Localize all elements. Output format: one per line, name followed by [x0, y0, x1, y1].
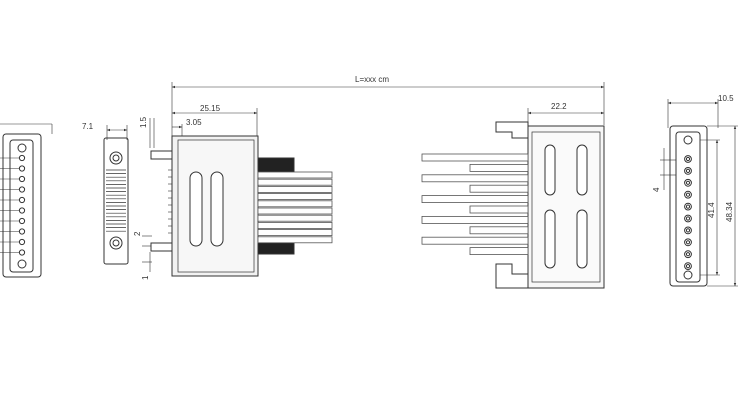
dim-housing-length: 25.15: [200, 104, 221, 113]
dim-right-housing-length: 22.2: [551, 102, 567, 111]
wire: [421, 195, 529, 204]
wire: [257, 229, 333, 237]
right-connector-side-view: [495, 108, 605, 289]
pin-contact: [684, 250, 692, 259]
wire: [421, 174, 529, 183]
pin-contact-core: [685, 168, 691, 173]
wire: [469, 247, 529, 256]
wire: [421, 236, 529, 245]
wire: [257, 236, 333, 244]
pin-contact: [18, 207, 26, 214]
pin-contact: [684, 155, 692, 163]
pin-contact: [18, 228, 26, 235]
pin-contact: [684, 190, 692, 199]
pin-contact: [18, 238, 26, 246]
wire: [257, 185, 333, 193]
pin-contact-core: [685, 228, 691, 233]
pin-contact-core: [685, 216, 691, 221]
wire: [469, 226, 529, 235]
pin-contact: [684, 214, 692, 223]
wire: [257, 171, 333, 179]
right-wire-bundle: [421, 153, 529, 256]
pin-contact: [18, 249, 26, 256]
left-front-view: [0, 123, 53, 278]
pin-contact: [18, 165, 26, 172]
dim-left-face-width: 7.1: [82, 122, 94, 131]
pin-contact: [18, 175, 26, 183]
dim-overall-length: L=xxx cm: [355, 75, 389, 84]
pin-contact: [684, 178, 692, 187]
dim-top-stub-width: 1.5: [139, 116, 148, 128]
dim-face-height: 48.34: [725, 201, 734, 222]
right-front-view: [660, 99, 738, 287]
pin-contact-core: [685, 180, 691, 185]
pin-contact-core: [685, 252, 691, 257]
wire: [469, 184, 529, 193]
wire: [421, 153, 529, 162]
mount-hole: [683, 135, 693, 145]
pin-contact: [18, 196, 26, 204]
wire: [469, 163, 529, 172]
wire: [257, 214, 333, 222]
pin-contact: [684, 226, 692, 235]
mount-hole: [17, 259, 27, 269]
mount-hole: [683, 270, 693, 280]
pin-contact: [18, 186, 26, 193]
dim-pin-offset: 3.05: [186, 118, 202, 127]
pin-contact: [684, 238, 692, 247]
pin-contact-core: [685, 156, 691, 162]
wire: [257, 200, 333, 208]
pin-contact-core: [685, 204, 691, 209]
pin-contact-core: [685, 192, 691, 197]
wire: [257, 221, 333, 229]
pin-contact: [684, 262, 692, 271]
pin-contact-core: [685, 264, 691, 269]
wire: [257, 207, 333, 215]
pin-contact: [684, 167, 692, 175]
mount-hole: [17, 143, 27, 153]
dim-bottom-stub-offset: 1: [141, 275, 150, 280]
pin-contact: [684, 202, 692, 211]
wire: [421, 215, 529, 224]
left-connector-side-view: [142, 82, 605, 277]
dim-right-face-width: 10.5: [718, 94, 734, 103]
dim-bottom-stub-height: 2: [133, 231, 142, 236]
pin-contact: [18, 154, 26, 162]
wire: [257, 178, 333, 186]
dim-pin-span: 41.4: [707, 202, 716, 218]
pin-contact-core: [685, 240, 691, 245]
wire: [257, 193, 333, 201]
dim-pin-pitch: 4: [652, 187, 661, 192]
pin-contact: [18, 217, 26, 225]
wire: [469, 205, 529, 214]
left-wire-bundle: [257, 171, 333, 244]
side-face-view: [103, 125, 129, 265]
